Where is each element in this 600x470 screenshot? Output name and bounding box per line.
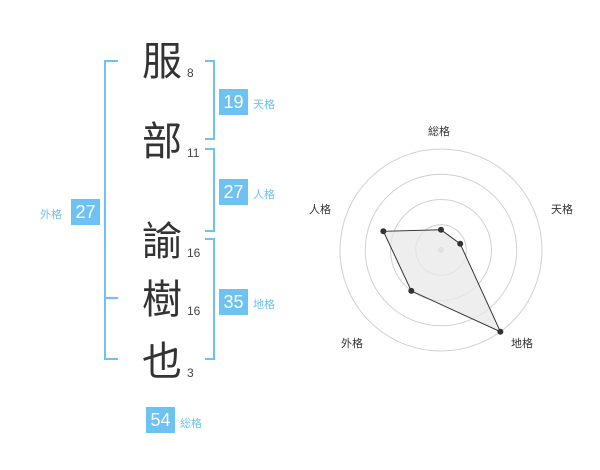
stroke-count-4: 16 [187,304,201,318]
radar-point-5 [380,228,387,235]
chikaku-value-badge: 35 [219,289,248,315]
stroke-count-1: 8 [187,66,194,80]
gaikaku-label: 外格 [40,208,62,221]
radar-point-2 [457,240,464,247]
name-char-4: 樹 [142,277,182,323]
soukaku-label: 総格 [180,417,202,430]
chikaku-label: 地格 [253,298,275,311]
name-char-3: 諭 [142,219,182,265]
radar-label-tenkaku: 天格 [551,203,573,216]
radar-point-1 [438,226,444,233]
gaikaku-value-badge: 27 [71,199,100,225]
tenkaku-label: 天格 [253,98,275,111]
radar-ring [339,148,543,352]
radar-point-3 [497,328,504,335]
tenkaku-value-badge: 19 [219,89,248,115]
radar-label-jinkaku: 人格 [309,203,331,216]
stroke-count-3: 16 [187,246,201,260]
jinkaku-label: 人格 [253,188,275,201]
soukaku-value-badge: 54 [146,407,175,433]
radar-ring [364,173,518,327]
name-char-2: 部 [142,119,182,165]
radar-series-area [382,229,502,333]
stroke-count-5: 3 [187,366,194,380]
name-char-5: 也 [142,339,182,385]
jinkaku-value-badge: 27 [219,179,248,205]
radar-label-gaikaku: 外格 [341,337,363,350]
radar-point-4 [408,287,415,294]
stroke-count-2: 11 [187,146,200,160]
radar-label-chikaku: 地格 [511,337,533,350]
name-char-1: 服 [142,39,182,85]
radar-label-soukaku: 総格 [428,125,450,138]
